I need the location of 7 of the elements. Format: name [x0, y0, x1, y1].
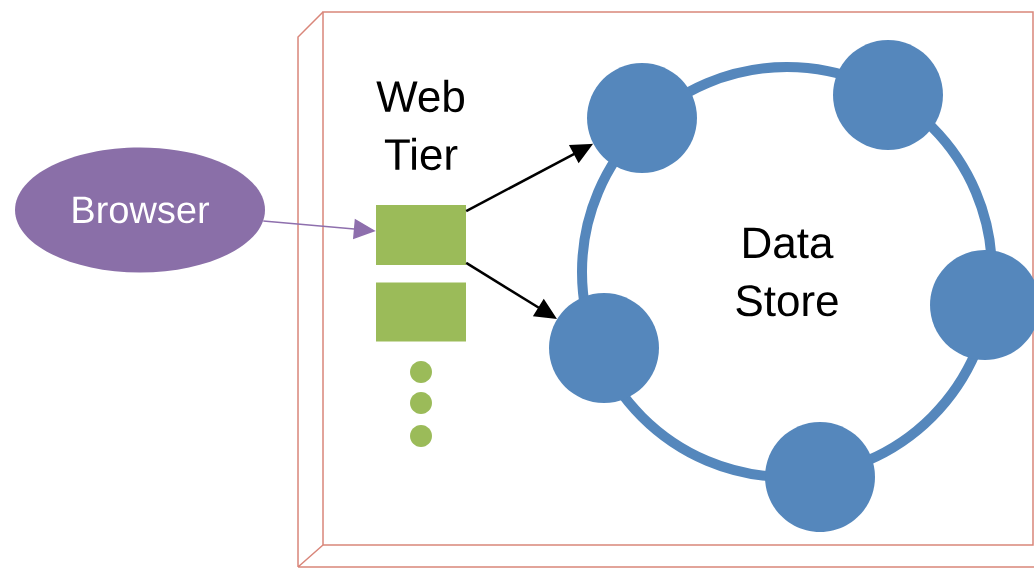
storage-node-circle	[587, 63, 697, 173]
server-box	[376, 282, 466, 342]
tier-heading: Web Tier	[376, 79, 464, 171]
storage-node-circle	[765, 422, 875, 532]
storage-node-circle	[549, 293, 659, 403]
storage-node-circle	[833, 40, 943, 150]
panel-box	[297, 11, 1034, 568]
